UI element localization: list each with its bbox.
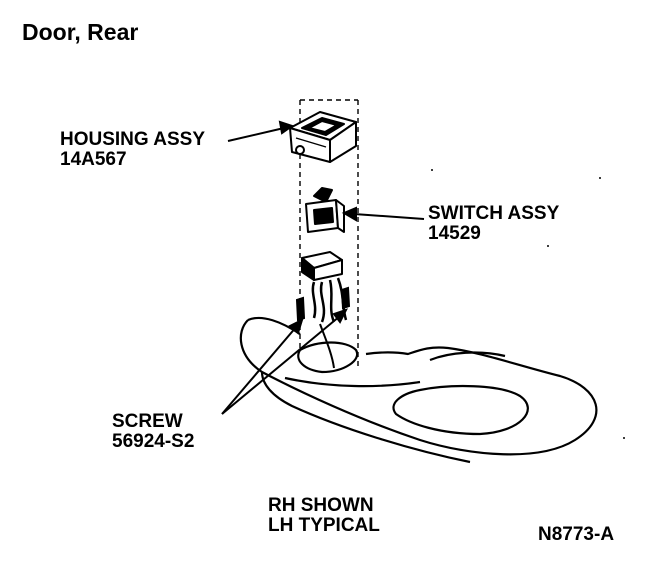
door-armrest: [239, 316, 598, 464]
connector-part: [301, 251, 348, 369]
switch-assy-name: SWITCH ASSY: [428, 203, 560, 224]
housing-assy-name: HOUSING ASSY: [60, 129, 205, 150]
housing-assy-callout: HOUSING ASSY 14A567: [60, 130, 205, 170]
switch-assy-part-number: 14529: [428, 222, 481, 244]
diagram-title: Door, Rear: [22, 19, 139, 45]
housing-assy-part-number: 14A567: [60, 148, 127, 170]
switch-part: [305, 187, 345, 233]
print-specks: [431, 169, 625, 439]
switch-assy-callout: SWITCH ASSY 14529: [428, 204, 559, 244]
screw-name: SCREW: [112, 411, 183, 432]
leader-arrows: [221, 120, 425, 415]
screw-part-number: 56924-S2: [112, 430, 195, 452]
orientation-note-line2: LH TYPICAL: [268, 514, 380, 536]
screw-part: [295, 286, 351, 322]
orientation-note-line1: RH SHOWN: [268, 495, 374, 516]
screw-callout: SCREW 56924-S2: [112, 412, 194, 452]
orientation-note: RH SHOWN LH TYPICAL: [268, 496, 380, 536]
housing-part: [289, 111, 357, 163]
figure-id: N8773-A: [538, 524, 615, 545]
